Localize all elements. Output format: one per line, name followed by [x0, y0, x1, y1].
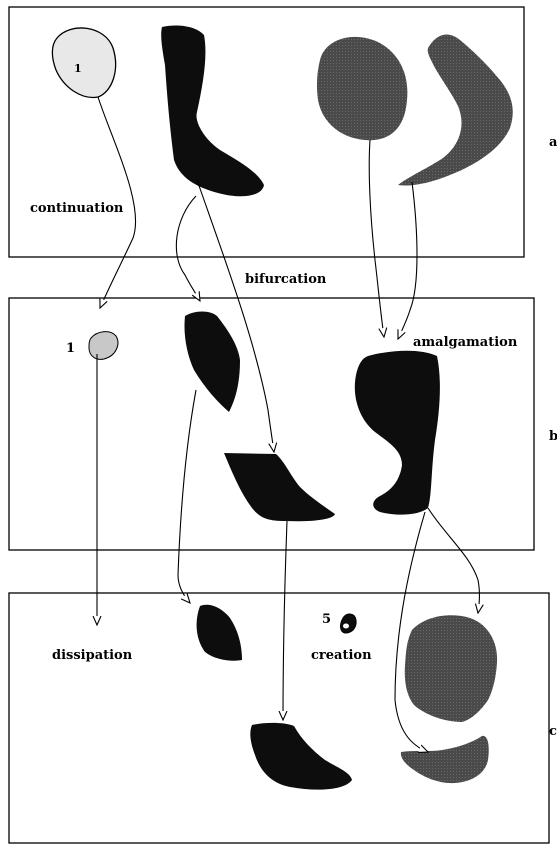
- object-a-black-l: [161, 26, 264, 197]
- object-a1-id: 1: [74, 62, 82, 75]
- arrow-blade-to-c-small: [178, 390, 196, 603]
- object-b-amalgam: [355, 351, 440, 515]
- object-a-gray-oval: [317, 37, 407, 140]
- arrow-amalgam-to-gray-large: [428, 508, 480, 613]
- object-b1-gray: [89, 332, 118, 360]
- label-amalgamation: amalgamation: [413, 335, 518, 350]
- label-dissipation: dissipation: [52, 648, 133, 663]
- label-bifurcation: bifurcation: [245, 272, 327, 287]
- arrow-bifurcation-left: [176, 196, 200, 301]
- object-a-gray-crescent: [398, 34, 513, 185]
- arrow-flag-to-c-large: [283, 521, 287, 720]
- object-a1-light: [52, 28, 115, 97]
- object-c-black-large: [250, 723, 352, 790]
- label-creation: creation: [311, 648, 372, 663]
- arrow-amalgam-from-crescent: [398, 182, 417, 339]
- panel-letter-a: a: [549, 135, 557, 150]
- object-c-gray-large: [405, 615, 497, 722]
- object-c5-creation: [341, 614, 357, 633]
- arrow-amalgam-from-oval: [369, 140, 384, 337]
- object-b-black-blade: [184, 312, 240, 413]
- label-continuation: continuation: [30, 201, 124, 216]
- panel-letter-c: c: [549, 724, 557, 739]
- object-c-black-small: [197, 605, 242, 661]
- panel-letter-b: b: [549, 429, 557, 444]
- object-c5-id: 5: [322, 612, 331, 627]
- object-b1-id: 1: [66, 341, 75, 356]
- object-b-black-flag: [224, 453, 335, 521]
- object-c5-highlight: [343, 624, 349, 629]
